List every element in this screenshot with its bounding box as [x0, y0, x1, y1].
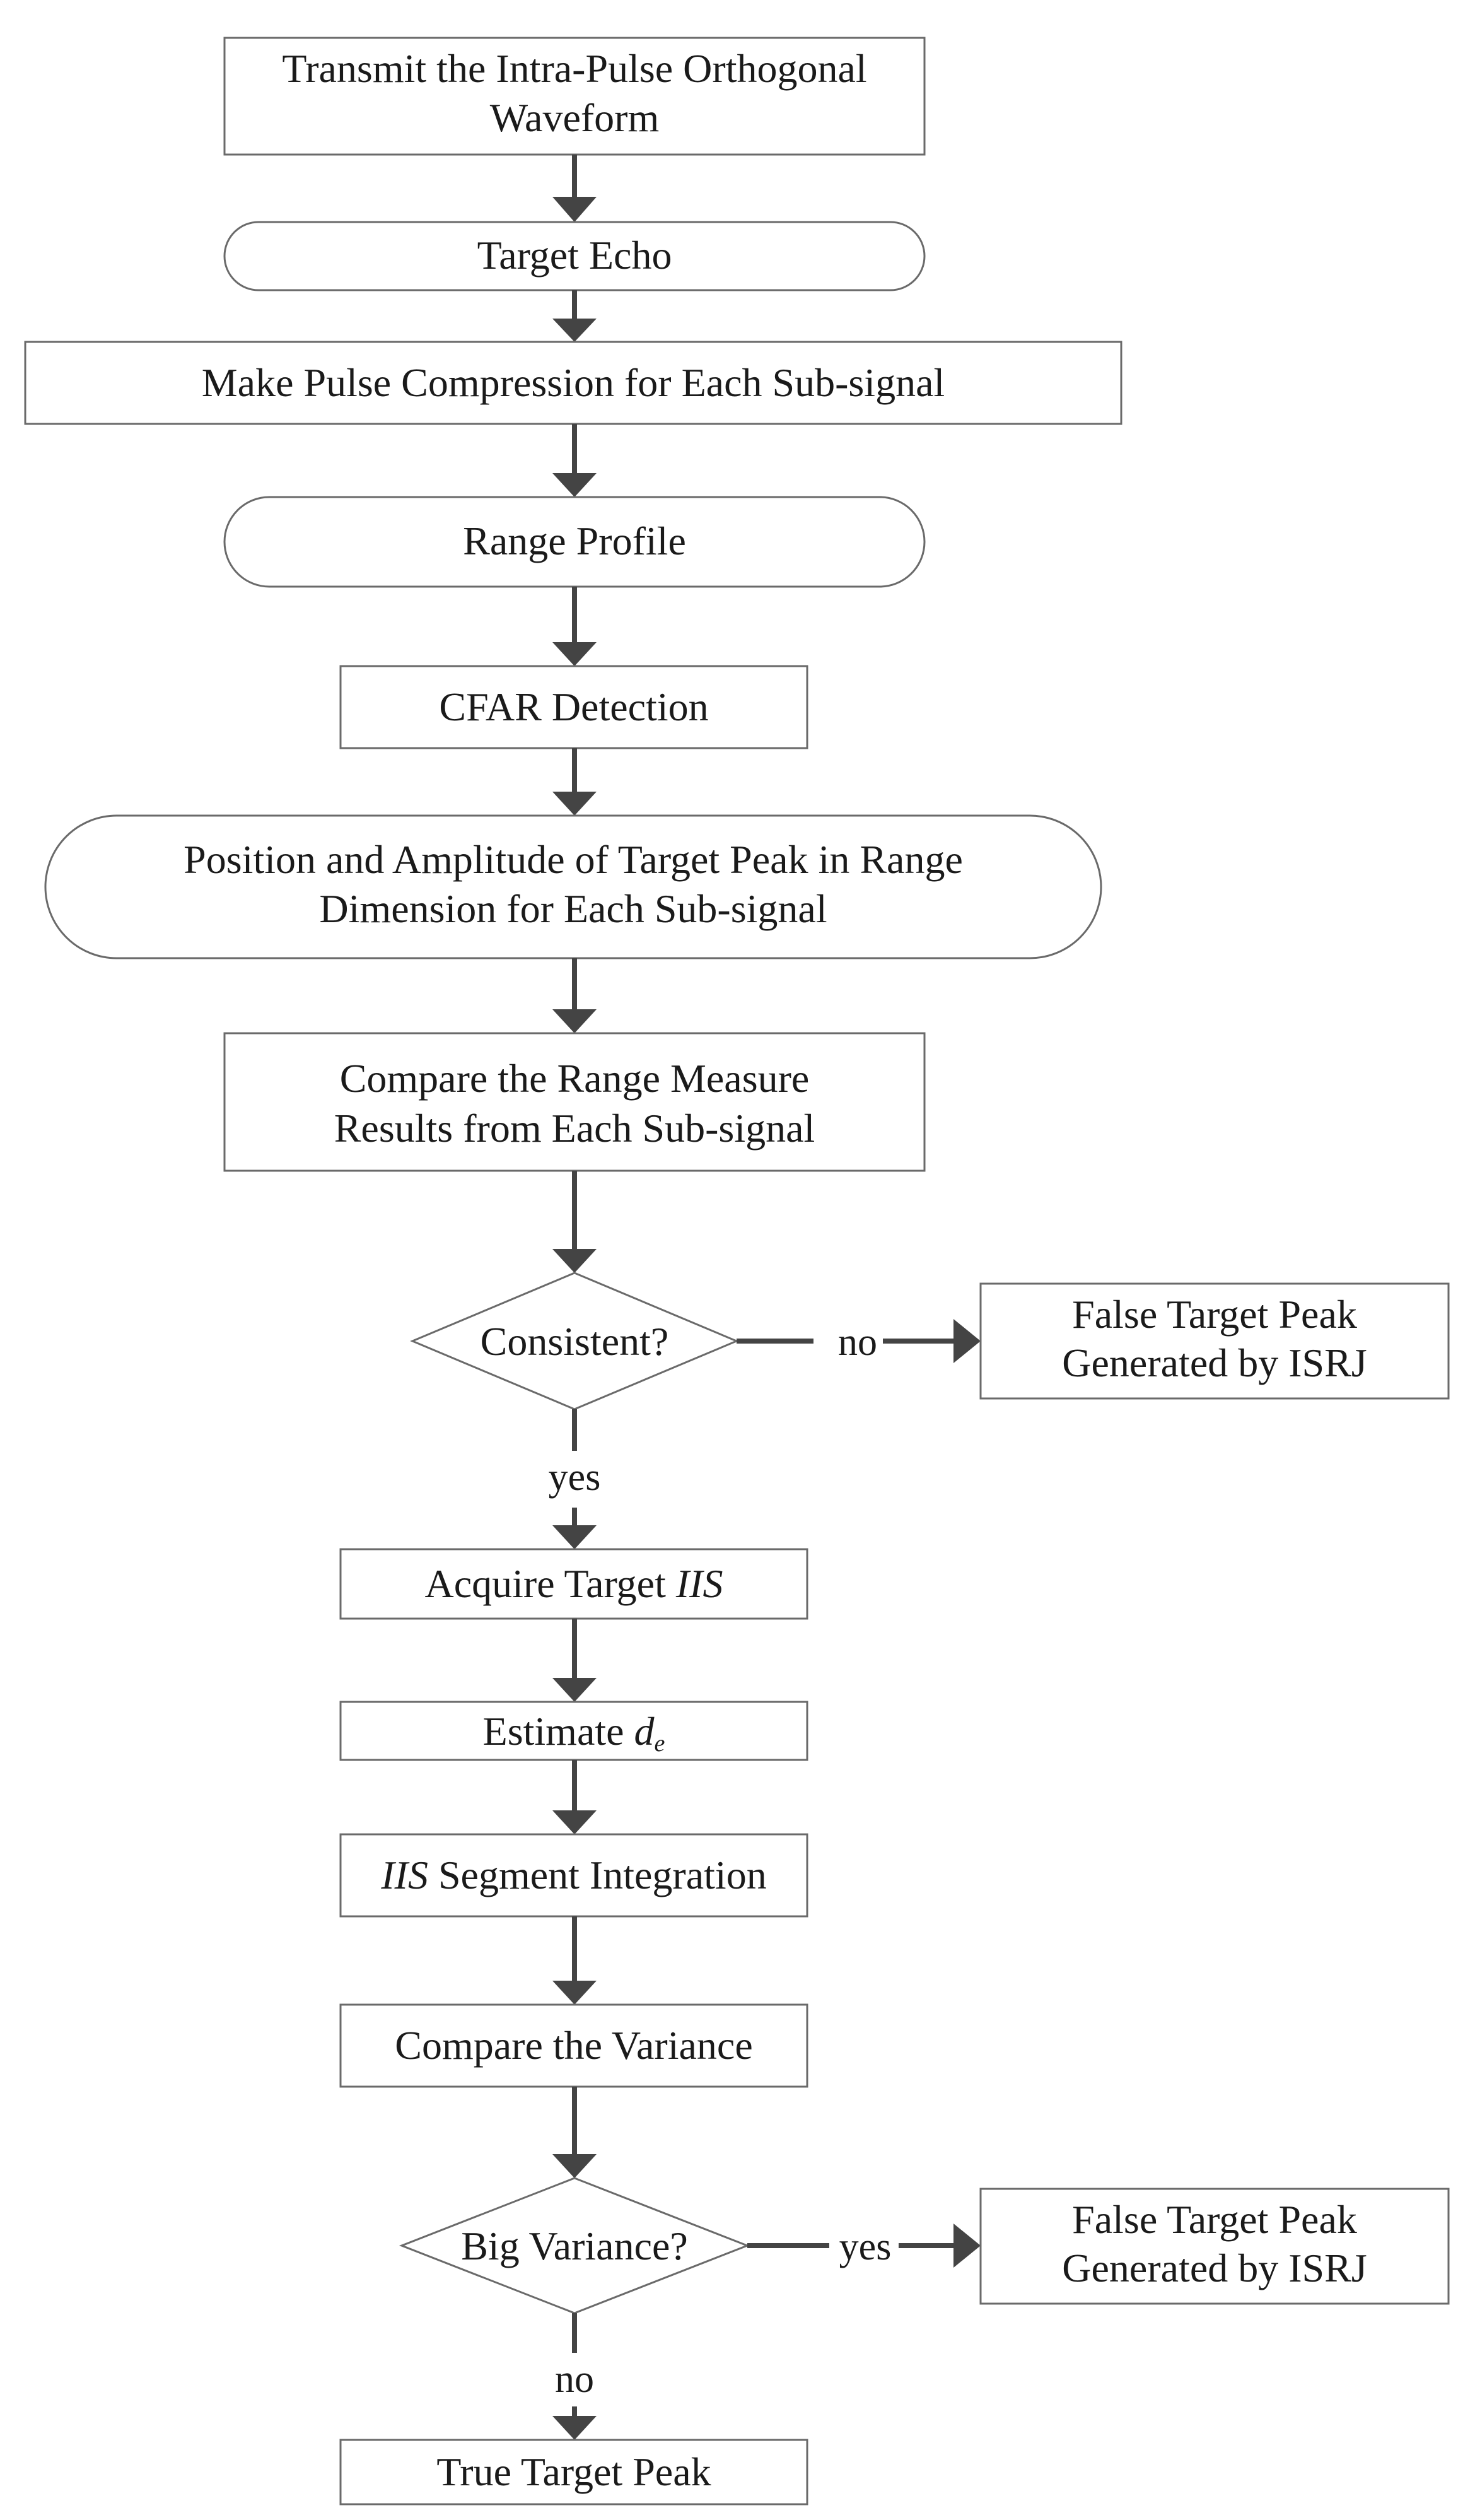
arrowhead — [552, 642, 597, 666]
consistent-yes-label: yes — [549, 1456, 601, 1499]
integration-suffix: Segment Integration — [428, 1853, 767, 1897]
arrowhead — [552, 2154, 597, 2178]
acquire-iis-step: Acquire Target IIS — [339, 1548, 808, 1620]
peak-position-line-1: Position and Amplitude of Target Peak in… — [184, 837, 963, 882]
estimate-var: d — [634, 1709, 655, 1754]
true-target-peak-label: True Target Peak — [436, 2449, 711, 2494]
compare-variance-step: Compare the Variance — [339, 2003, 808, 2088]
transmit-waveform-step: Transmit the Intra-Pulse Orthogonal Wave… — [223, 37, 926, 156]
cfar-detection-step: CFAR Detection — [339, 665, 808, 749]
consistent-decision: Consistent? — [410, 1272, 739, 1410]
variance-no-label: no — [555, 2358, 594, 2401]
arrowhead — [552, 1009, 597, 1033]
arrowhead — [953, 2224, 981, 2268]
arrowhead — [552, 197, 597, 222]
arrowhead — [552, 1249, 597, 1273]
acquire-iis-label: Acquire Target IIS — [425, 1561, 723, 1606]
false-target-2-line-2: Generated by ISRJ — [1062, 2246, 1367, 2290]
iis-integration-step: IIS Segment Integration — [339, 1833, 808, 1918]
variance-yes-label: yes — [839, 2225, 892, 2268]
target-echo-node: Target Echo — [223, 221, 926, 291]
estimate-subscript: e — [655, 1730, 665, 1757]
arrowhead — [552, 2416, 597, 2440]
consistent-no-label: no — [838, 1321, 877, 1364]
big-variance-decision: Big Variance? — [399, 2177, 750, 2314]
cfar-detection-label: CFAR Detection — [439, 684, 708, 729]
transmit-line-1: Transmit the Intra-Pulse Orthogonal — [282, 46, 866, 91]
compare-range-line-1: Compare the Range Measure — [340, 1056, 810, 1101]
arrowhead — [552, 1678, 597, 1702]
arrowhead — [552, 792, 597, 816]
arrowhead — [552, 319, 597, 342]
peak-position-line-2: Dimension for Each Sub-signal — [319, 886, 827, 931]
true-target-peak: True Target Peak — [339, 2439, 808, 2505]
arrowhead — [552, 1525, 597, 1549]
false-target-peak-1: False Target Peak Generated by ISRJ — [979, 1282, 1450, 1400]
estimate-prefix: Estimate — [483, 1709, 634, 1754]
arrowhead — [552, 1981, 597, 2005]
compare-range-step: Compare the Range Measure Results from E… — [223, 1032, 926, 1172]
range-profile-label: Range Profile — [463, 519, 686, 563]
transmit-line-2: Waveform — [490, 95, 660, 140]
acquire-iis-italic: IIS — [675, 1561, 723, 1606]
big-variance-label: Big Variance? — [461, 2224, 688, 2268]
estimate-de-step: Estimate de — [339, 1701, 808, 1761]
arrowhead — [552, 1810, 597, 1834]
peak-position-node: Position and Amplitude of Target Peak in… — [44, 814, 1102, 959]
pulse-compression-label: Make Pulse Compression for Each Sub-sign… — [202, 360, 945, 405]
false-target-peak-2: False Target Peak Generated by ISRJ — [979, 2188, 1450, 2305]
target-echo-label: Target Echo — [477, 233, 672, 278]
pulse-compression-step: Make Pulse Compression for Each Sub-sign… — [24, 341, 1122, 425]
arrowhead — [953, 1319, 981, 1363]
integration-iis-italic: IIS — [380, 1853, 428, 1897]
compare-range-line-2: Results from Each Sub-signal — [334, 1106, 815, 1151]
integration-label: IIS Segment Integration — [380, 1853, 766, 1897]
estimate-label: Estimate de — [483, 1709, 665, 1757]
acquire-prefix: Acquire Target — [425, 1561, 676, 1606]
compare-variance-label: Compare the Variance — [395, 2023, 752, 2068]
false-target-1-line-1: False Target Peak — [1072, 1292, 1357, 1337]
consistent-label: Consistent? — [481, 1319, 669, 1364]
false-target-2-line-1: False Target Peak — [1072, 2197, 1357, 2242]
false-target-1-line-2: Generated by ISRJ — [1062, 1340, 1367, 1385]
range-profile-node: Range Profile — [223, 496, 926, 588]
arrowhead — [552, 473, 597, 497]
